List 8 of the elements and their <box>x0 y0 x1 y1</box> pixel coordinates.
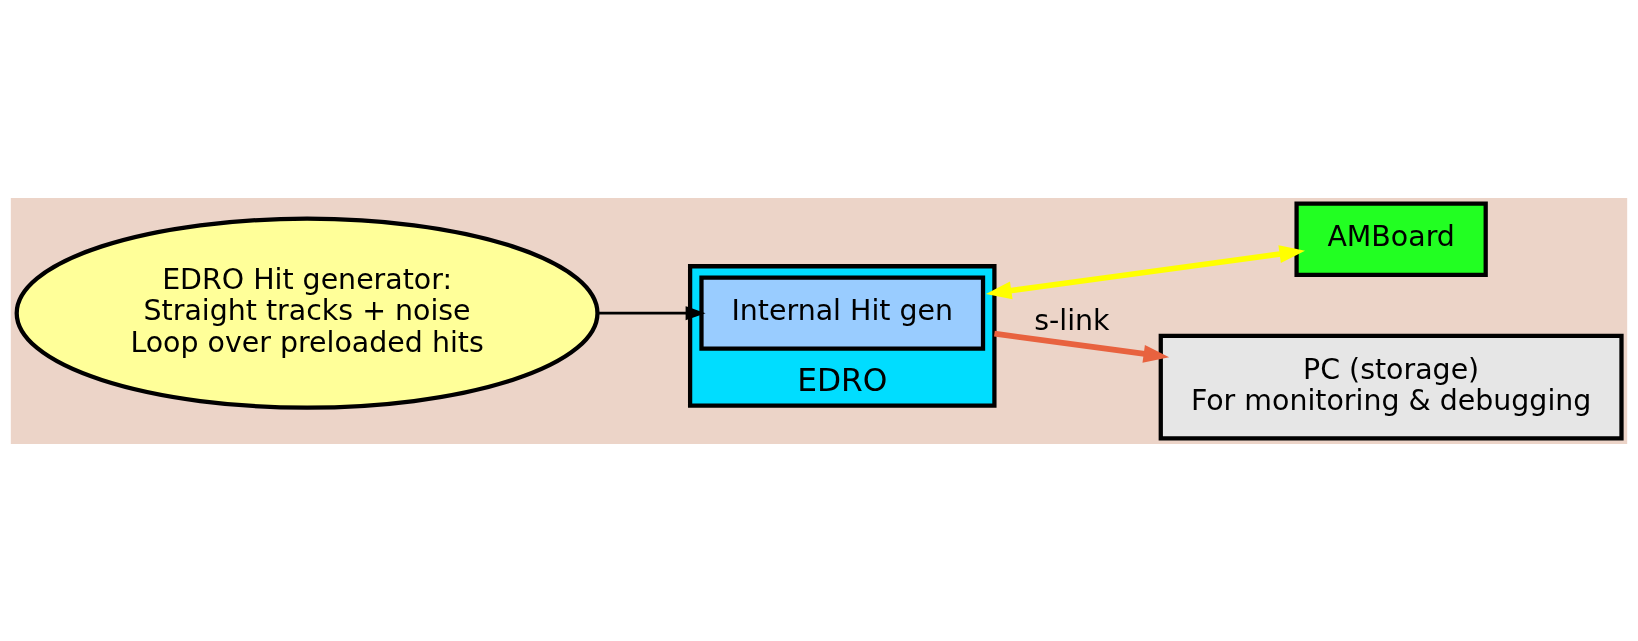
node-box: AMBoard <box>1294 201 1488 277</box>
node-box: PC (storage) For monitoring & debugging <box>1158 333 1624 440</box>
arrow <box>994 330 1170 363</box>
node-ellipse: EDRO Hit generator: Straight tracks + noise Loop over preloaded hits <box>14 216 600 410</box>
arrow <box>598 305 706 320</box>
node-box: Internal Hit gen <box>699 275 986 351</box>
arrow <box>985 244 1306 299</box>
edge-label: s-link <box>1034 303 1110 337</box>
